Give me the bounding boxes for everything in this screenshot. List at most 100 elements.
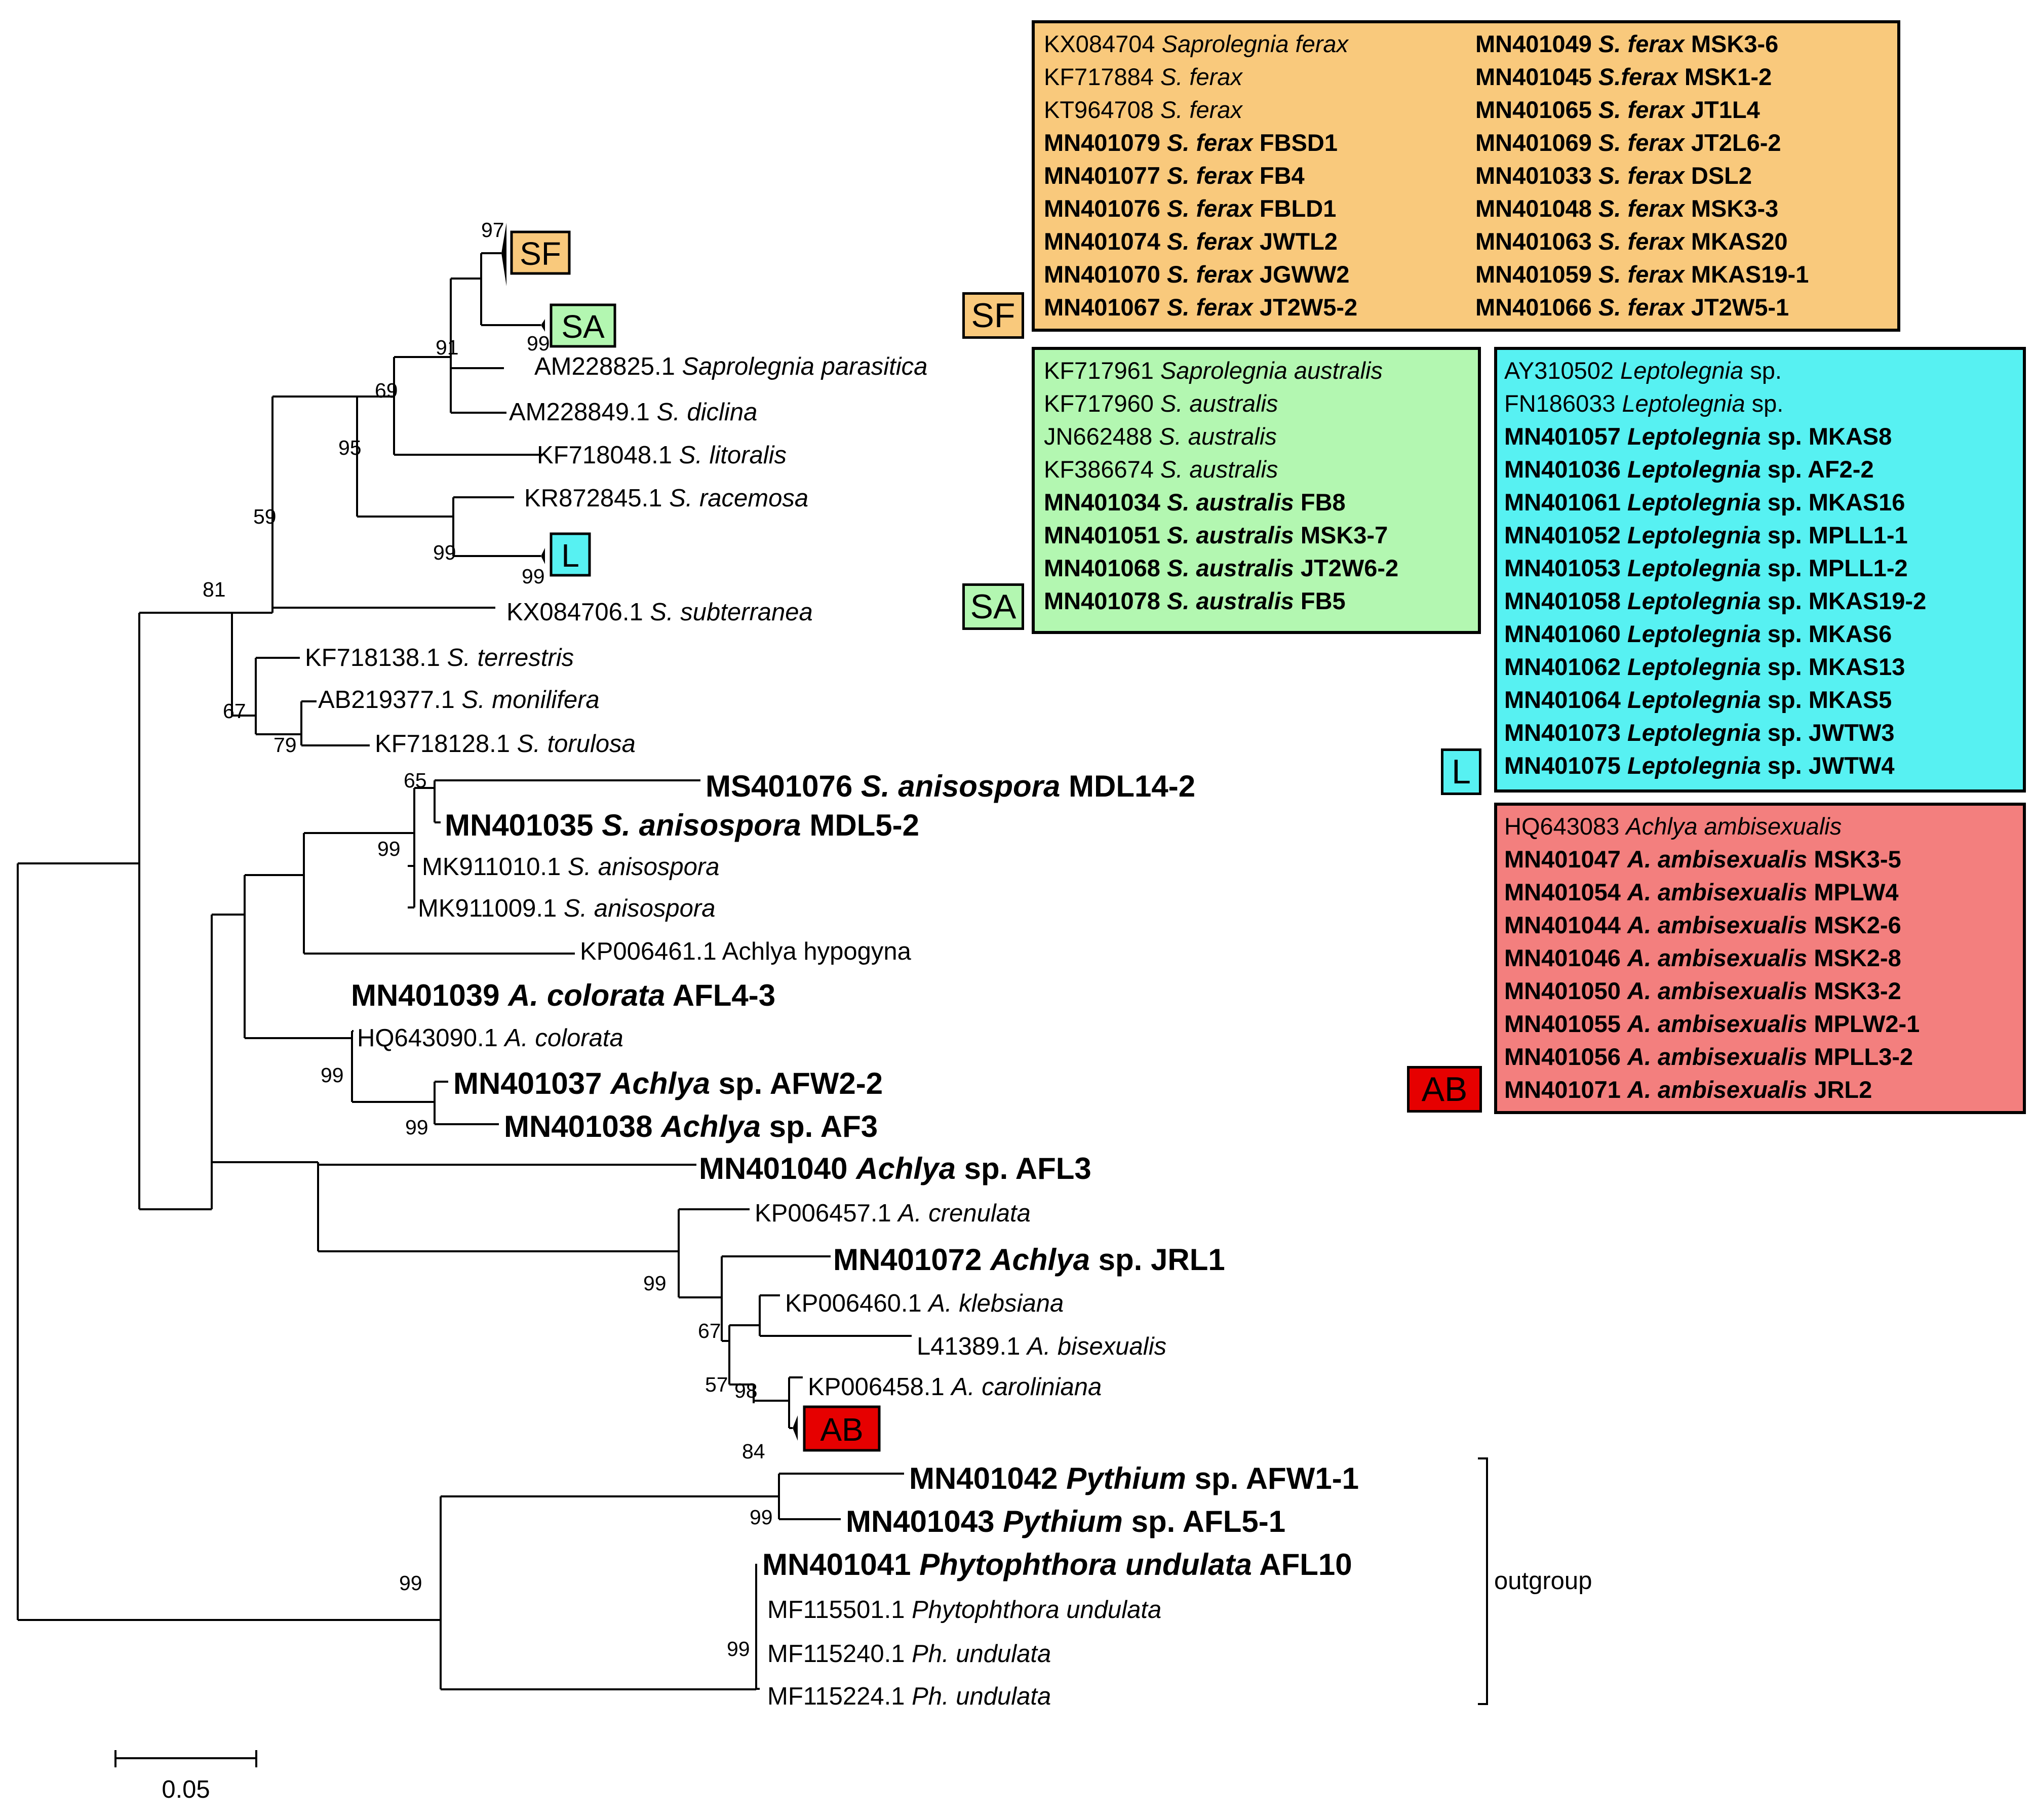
taxon-label: KF718128.1 S. torulosa bbox=[375, 730, 636, 758]
tree-branch bbox=[394, 253, 482, 413]
taxon-label: MF115224.1 Ph. undulata bbox=[767, 1683, 1051, 1710]
clade-member: MN401060 Leptolegnia sp. MKAS6 bbox=[1504, 620, 1892, 647]
tree-branch bbox=[729, 1377, 790, 1428]
bootstrap-value: 67 bbox=[223, 699, 246, 723]
tree-branch bbox=[232, 657, 301, 735]
bootstrap-value: 99 bbox=[405, 1116, 428, 1139]
clade-member: MN401063 S. ferax MKAS20 bbox=[1475, 228, 1788, 255]
tree-branch bbox=[759, 1294, 912, 1337]
tree-branch bbox=[789, 1376, 803, 1429]
tree-branches bbox=[17, 252, 912, 1690]
clade-member: MN401064 Leptolegnia sp. MKAS5 bbox=[1504, 686, 1892, 713]
clade-member: MN401044 A. ambisexualis MSK2-6 bbox=[1504, 912, 1901, 938]
bootstrap-value: 99 bbox=[643, 1272, 667, 1295]
clade-member: FN186033 Leptolegnia sp. bbox=[1504, 390, 1784, 417]
taxon-label: KP006458.1 A. caroliniana bbox=[808, 1373, 1102, 1401]
bootstrap-value: 99 bbox=[399, 1571, 422, 1595]
clade-member: MN401071 A. ambisexualis JRL2 bbox=[1504, 1076, 1872, 1103]
clade-triangle-l bbox=[541, 548, 545, 564]
tree-branch bbox=[434, 1081, 499, 1125]
clade-tag-ab-label: AB bbox=[820, 1411, 863, 1448]
clade-member: MN401052 Leptolegnia sp. MPLL1-1 bbox=[1504, 522, 1908, 548]
clade-member: MN401047 A. ambisexualis MSK3-5 bbox=[1504, 846, 1901, 873]
taxon-labels: AM228825.1 Saprolegnia parasiticaAM22884… bbox=[305, 353, 1359, 1710]
clade-tag-l-label: L bbox=[561, 537, 579, 574]
taxon-label: MN401043 Pythium sp. AFL5-1 bbox=[846, 1505, 1285, 1538]
taxon-label: MN401042 Pythium sp. AFW1-1 bbox=[909, 1461, 1359, 1495]
clade-tag-sa: SA bbox=[550, 303, 616, 348]
clade-member: MN401061 Leptolegnia sp. MKAS16 bbox=[1504, 489, 1905, 516]
clade-tag-sa-label: SA bbox=[561, 308, 605, 345]
clade-member: MN401078 S. australis FB5 bbox=[1044, 587, 1346, 614]
clade-member: MN401066 S. ferax JT2W5-1 bbox=[1475, 294, 1789, 321]
tree-branch bbox=[357, 496, 541, 557]
bootstrap-value: 97 bbox=[481, 218, 504, 242]
clade-member: MN401070 S. ferax JGWW2 bbox=[1044, 261, 1350, 288]
tree-branch bbox=[272, 357, 395, 517]
clade-member: MN401075 Leptolegnia sp. JWTW4 bbox=[1504, 752, 1895, 779]
taxon-label: MN401040 Achlya sp. AFL3 bbox=[699, 1152, 1091, 1185]
bootstrap-value: 59 bbox=[253, 505, 277, 528]
clade-member: MN401055 A. ambisexualis MPLW2-1 bbox=[1504, 1010, 1920, 1037]
tree-branch bbox=[408, 865, 415, 908]
clade-member: MN401050 A. ambisexualis MSK3-2 bbox=[1504, 977, 1901, 1004]
clade-member: MN401067 S. ferax JT2W5-2 bbox=[1044, 294, 1358, 321]
taxon-label: KF718138.1 S. terrestris bbox=[305, 644, 574, 671]
clade-member: MN401076 S. ferax FBLD1 bbox=[1044, 195, 1337, 222]
clade-member: MN401045 S.ferax MSK1-2 bbox=[1475, 63, 1772, 90]
clade-member: MN401062 Leptolegnia sp. MKAS13 bbox=[1504, 653, 1905, 680]
bootstrap-value: 91 bbox=[436, 336, 459, 359]
tree-branch bbox=[139, 915, 213, 1210]
taxon-label: L41389.1 A. bisexualis bbox=[917, 1333, 1166, 1360]
bootstrap-value: 67 bbox=[698, 1319, 721, 1342]
tree-branch bbox=[139, 397, 273, 716]
clade-member: MN401048 S. ferax MSK3-3 bbox=[1475, 195, 1779, 222]
taxon-label: AM228849.1 S. diclina bbox=[509, 399, 757, 426]
taxon-label: AB219377.1 S. monilifera bbox=[318, 686, 600, 714]
clade-tag-ab-box bbox=[803, 1405, 881, 1452]
taxon-label: KF718048.1 S. litoralis bbox=[537, 442, 787, 469]
tree-branch bbox=[679, 1255, 831, 1341]
clade-member: MN401053 Leptolegnia sp. MPLL1-2 bbox=[1504, 555, 1908, 581]
clade-member: MN401036 Leptolegnia sp. AF2-2 bbox=[1504, 456, 1874, 483]
bootstrap-value: 81 bbox=[203, 578, 226, 601]
taxon-label: MN401038 Achlya sp. AF3 bbox=[504, 1110, 878, 1143]
clade-member: MN401069 S. ferax JT2L6-2 bbox=[1475, 129, 1781, 156]
collapsed-clades bbox=[501, 223, 798, 1441]
clade-tag-sf: SF bbox=[510, 230, 571, 275]
bootstrap-value: 99 bbox=[522, 565, 545, 588]
taxon-label: MN401041 Phytophthora undulata AFL10 bbox=[762, 1548, 1352, 1581]
taxon-label: MS401076 S. anisospora MDL14-2 bbox=[706, 769, 1195, 803]
clade-tag-l: L bbox=[550, 532, 591, 577]
clade-member: MN401065 S. ferax JT1L4 bbox=[1475, 96, 1760, 123]
clade-member: AY310502 Leptolegnia sp. bbox=[1504, 357, 1782, 384]
clade-member: MN401073 Leptolegnia sp. JWTW3 bbox=[1504, 719, 1895, 746]
bootstrap-value: 99 bbox=[527, 332, 550, 355]
taxon-label: KX084706.1 S. subterranea bbox=[506, 599, 813, 626]
tree-branch bbox=[17, 862, 441, 1621]
taxon-label: MN401035 S. anisospora MDL5-2 bbox=[445, 808, 919, 842]
clade-box-tag-ab: AB bbox=[1407, 1066, 1482, 1113]
clade-member: MN401079 S. ferax FBSD1 bbox=[1044, 129, 1338, 156]
clade-member: MN401057 Leptolegnia sp. MKAS8 bbox=[1504, 423, 1892, 450]
clade-box-l-col: AY310502 Leptolegnia sp. FN186033 Leptole… bbox=[1504, 354, 1926, 782]
clade-member: MN401051 S. australis MSK3-7 bbox=[1044, 522, 1388, 548]
outgroup-bracket: outgroup bbox=[1478, 1457, 1592, 1705]
bootstrap-value: 65 bbox=[404, 769, 427, 792]
clade-member: MN401049 S. ferax MSK3-6 bbox=[1475, 30, 1779, 57]
clade-triangle-sa bbox=[541, 319, 545, 332]
bootstrap-value: 99 bbox=[750, 1506, 773, 1529]
taxon-label: KP006461.1 Achlya hypogyna bbox=[580, 938, 912, 965]
bootstrap-value: 99 bbox=[377, 837, 401, 860]
clade-member: KT964708 S. ferax bbox=[1044, 96, 1242, 123]
tree-branch bbox=[318, 1208, 750, 1297]
tree-branch bbox=[394, 252, 542, 456]
clade-member: MN401056 A. ambisexualis MPLL3-2 bbox=[1504, 1043, 1913, 1070]
clade-triangle-sf bbox=[501, 223, 506, 286]
